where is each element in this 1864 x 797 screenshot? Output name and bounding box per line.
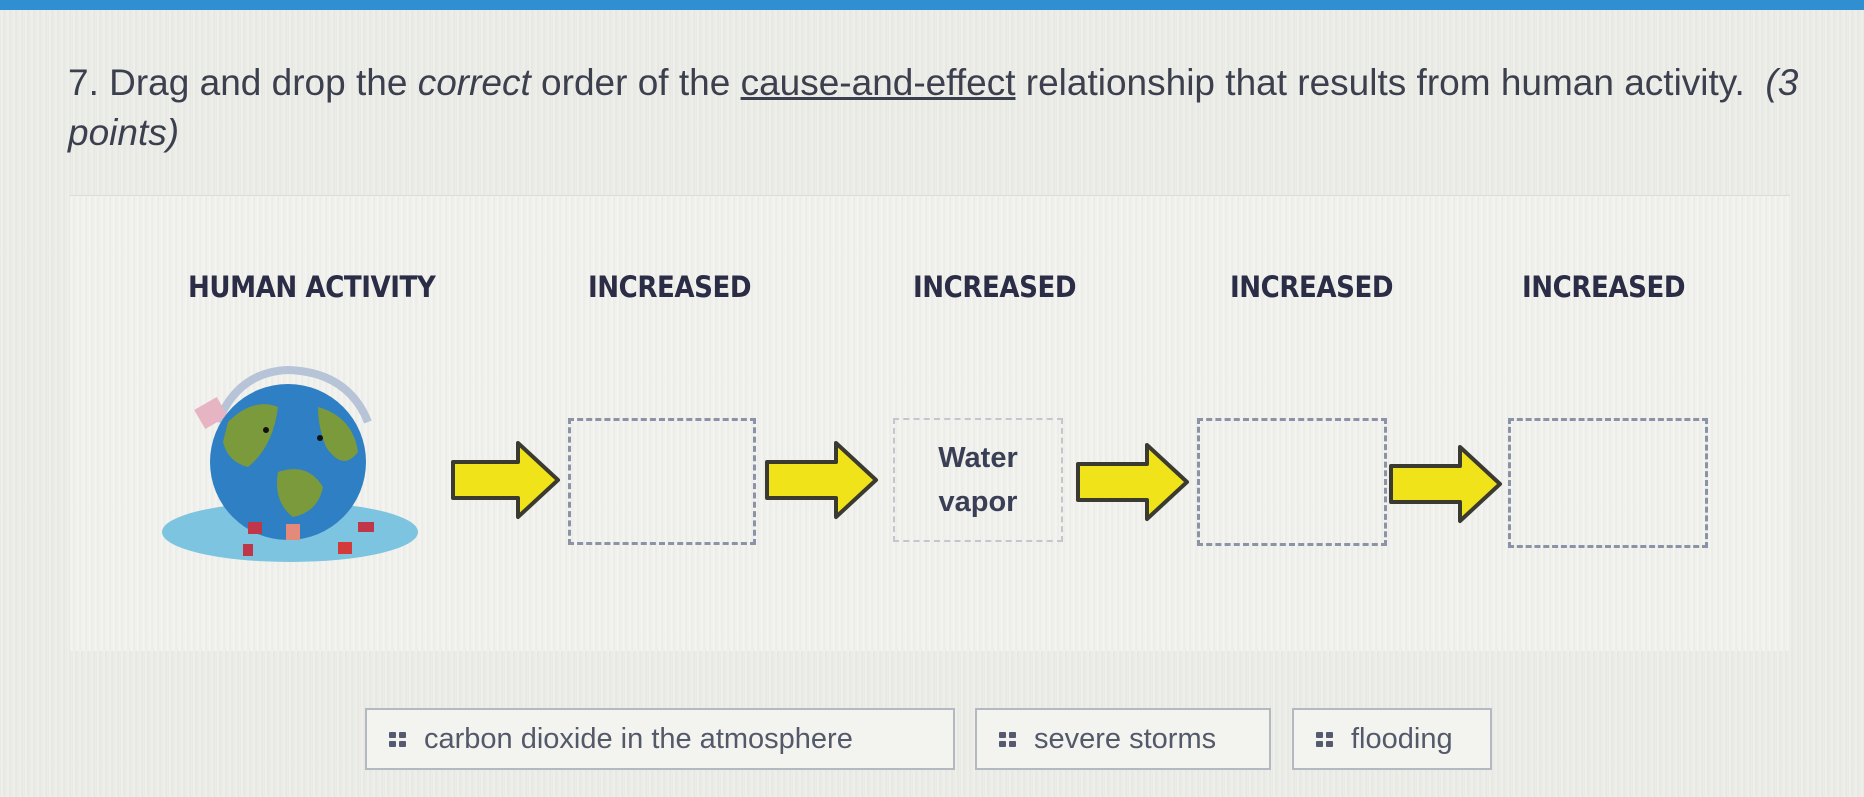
answer-chip-flooding[interactable]: flooding	[1292, 708, 1492, 770]
arrow-right-icon-3	[1076, 443, 1189, 521]
emphasis-correct: correct	[417, 62, 531, 103]
drag-handle-icon[interactable]	[1316, 731, 1333, 747]
diagram-panel	[70, 195, 1790, 651]
header-human-activity: HUMAN ACTIVITY	[188, 270, 436, 304]
arrow-right-icon-1	[451, 441, 560, 519]
answer-chip-label: carbon dioxide in the atmosphere	[424, 722, 853, 755]
question-prompt: 7. Drag and drop the correct order of th…	[68, 62, 1799, 153]
arrow-right-icon-4	[1389, 445, 1502, 523]
answer-chip-label: flooding	[1351, 722, 1453, 755]
drag-handle-icon[interactable]	[999, 731, 1016, 747]
header-increased-2: INCREASED	[913, 270, 1077, 304]
drop-zone-2-water-vapor[interactable]: Water vapor	[893, 418, 1063, 542]
question-points: (3 points)	[68, 62, 1799, 153]
drop-zone-4[interactable]	[1508, 418, 1708, 548]
header-increased-1: INCREASED	[588, 270, 752, 304]
top-accent-bar	[0, 0, 1864, 10]
answer-chip-severe-storms[interactable]: severe storms	[975, 708, 1271, 770]
question-number: 7.	[68, 62, 99, 103]
drop-zone-1[interactable]	[568, 418, 756, 545]
answer-chip-carbon-dioxide[interactable]: carbon dioxide in the atmosphere	[365, 708, 955, 770]
answer-chip-label: severe storms	[1034, 722, 1217, 755]
drag-handle-icon[interactable]	[389, 731, 406, 747]
drop-zone-2-text-line2: vapor	[938, 486, 1018, 518]
drop-zone-2-text-line1: Water	[938, 442, 1018, 474]
arrow-right-icon-2	[765, 441, 878, 519]
header-increased-3: INCREASED	[1230, 270, 1394, 304]
header-increased-4: INCREASED	[1522, 270, 1686, 304]
underlined-term: cause-and-effect	[740, 62, 1016, 103]
drop-zone-3[interactable]	[1197, 418, 1387, 546]
earth-globe-icon	[162, 365, 418, 562]
